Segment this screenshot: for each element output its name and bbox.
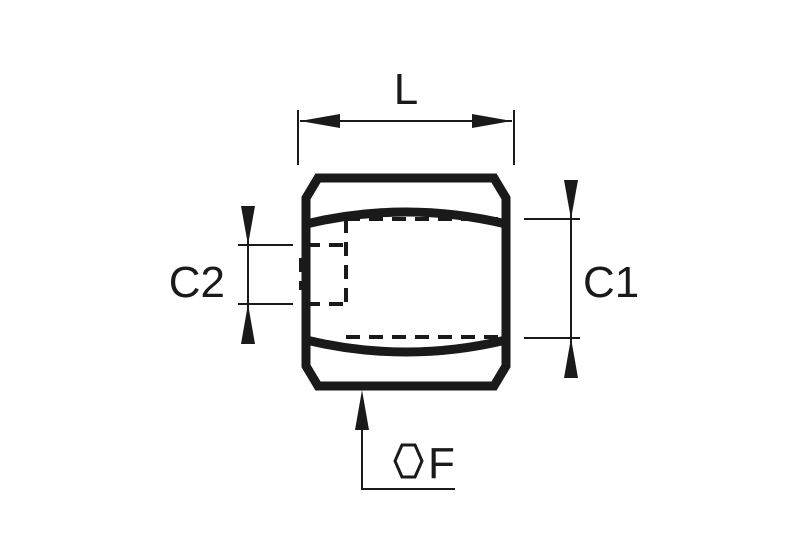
arrow-left (300, 114, 340, 128)
arrow-c2-bottom (241, 304, 255, 344)
dimension-L: L (297, 65, 515, 165)
arrow-c2-top (241, 206, 255, 245)
dimension-F: F (355, 390, 455, 490)
upper-face-arc (304, 207, 508, 229)
body-outline (301, 173, 511, 391)
arrow-c1-bottom (564, 338, 578, 378)
dimension-C2: C2 (169, 206, 293, 344)
label-F: F (428, 439, 455, 488)
fitting-body (299, 173, 511, 391)
arrow-f (355, 390, 369, 430)
dimension-C1: C1 (524, 180, 639, 378)
lower-face-arc (304, 335, 508, 357)
arrow-right (472, 114, 512, 128)
hexagon-icon (393, 443, 424, 479)
arrow-c1-top (564, 180, 578, 219)
label-C2: C2 (169, 258, 225, 307)
label-C1: C1 (583, 258, 639, 307)
label-L: L (394, 65, 418, 114)
